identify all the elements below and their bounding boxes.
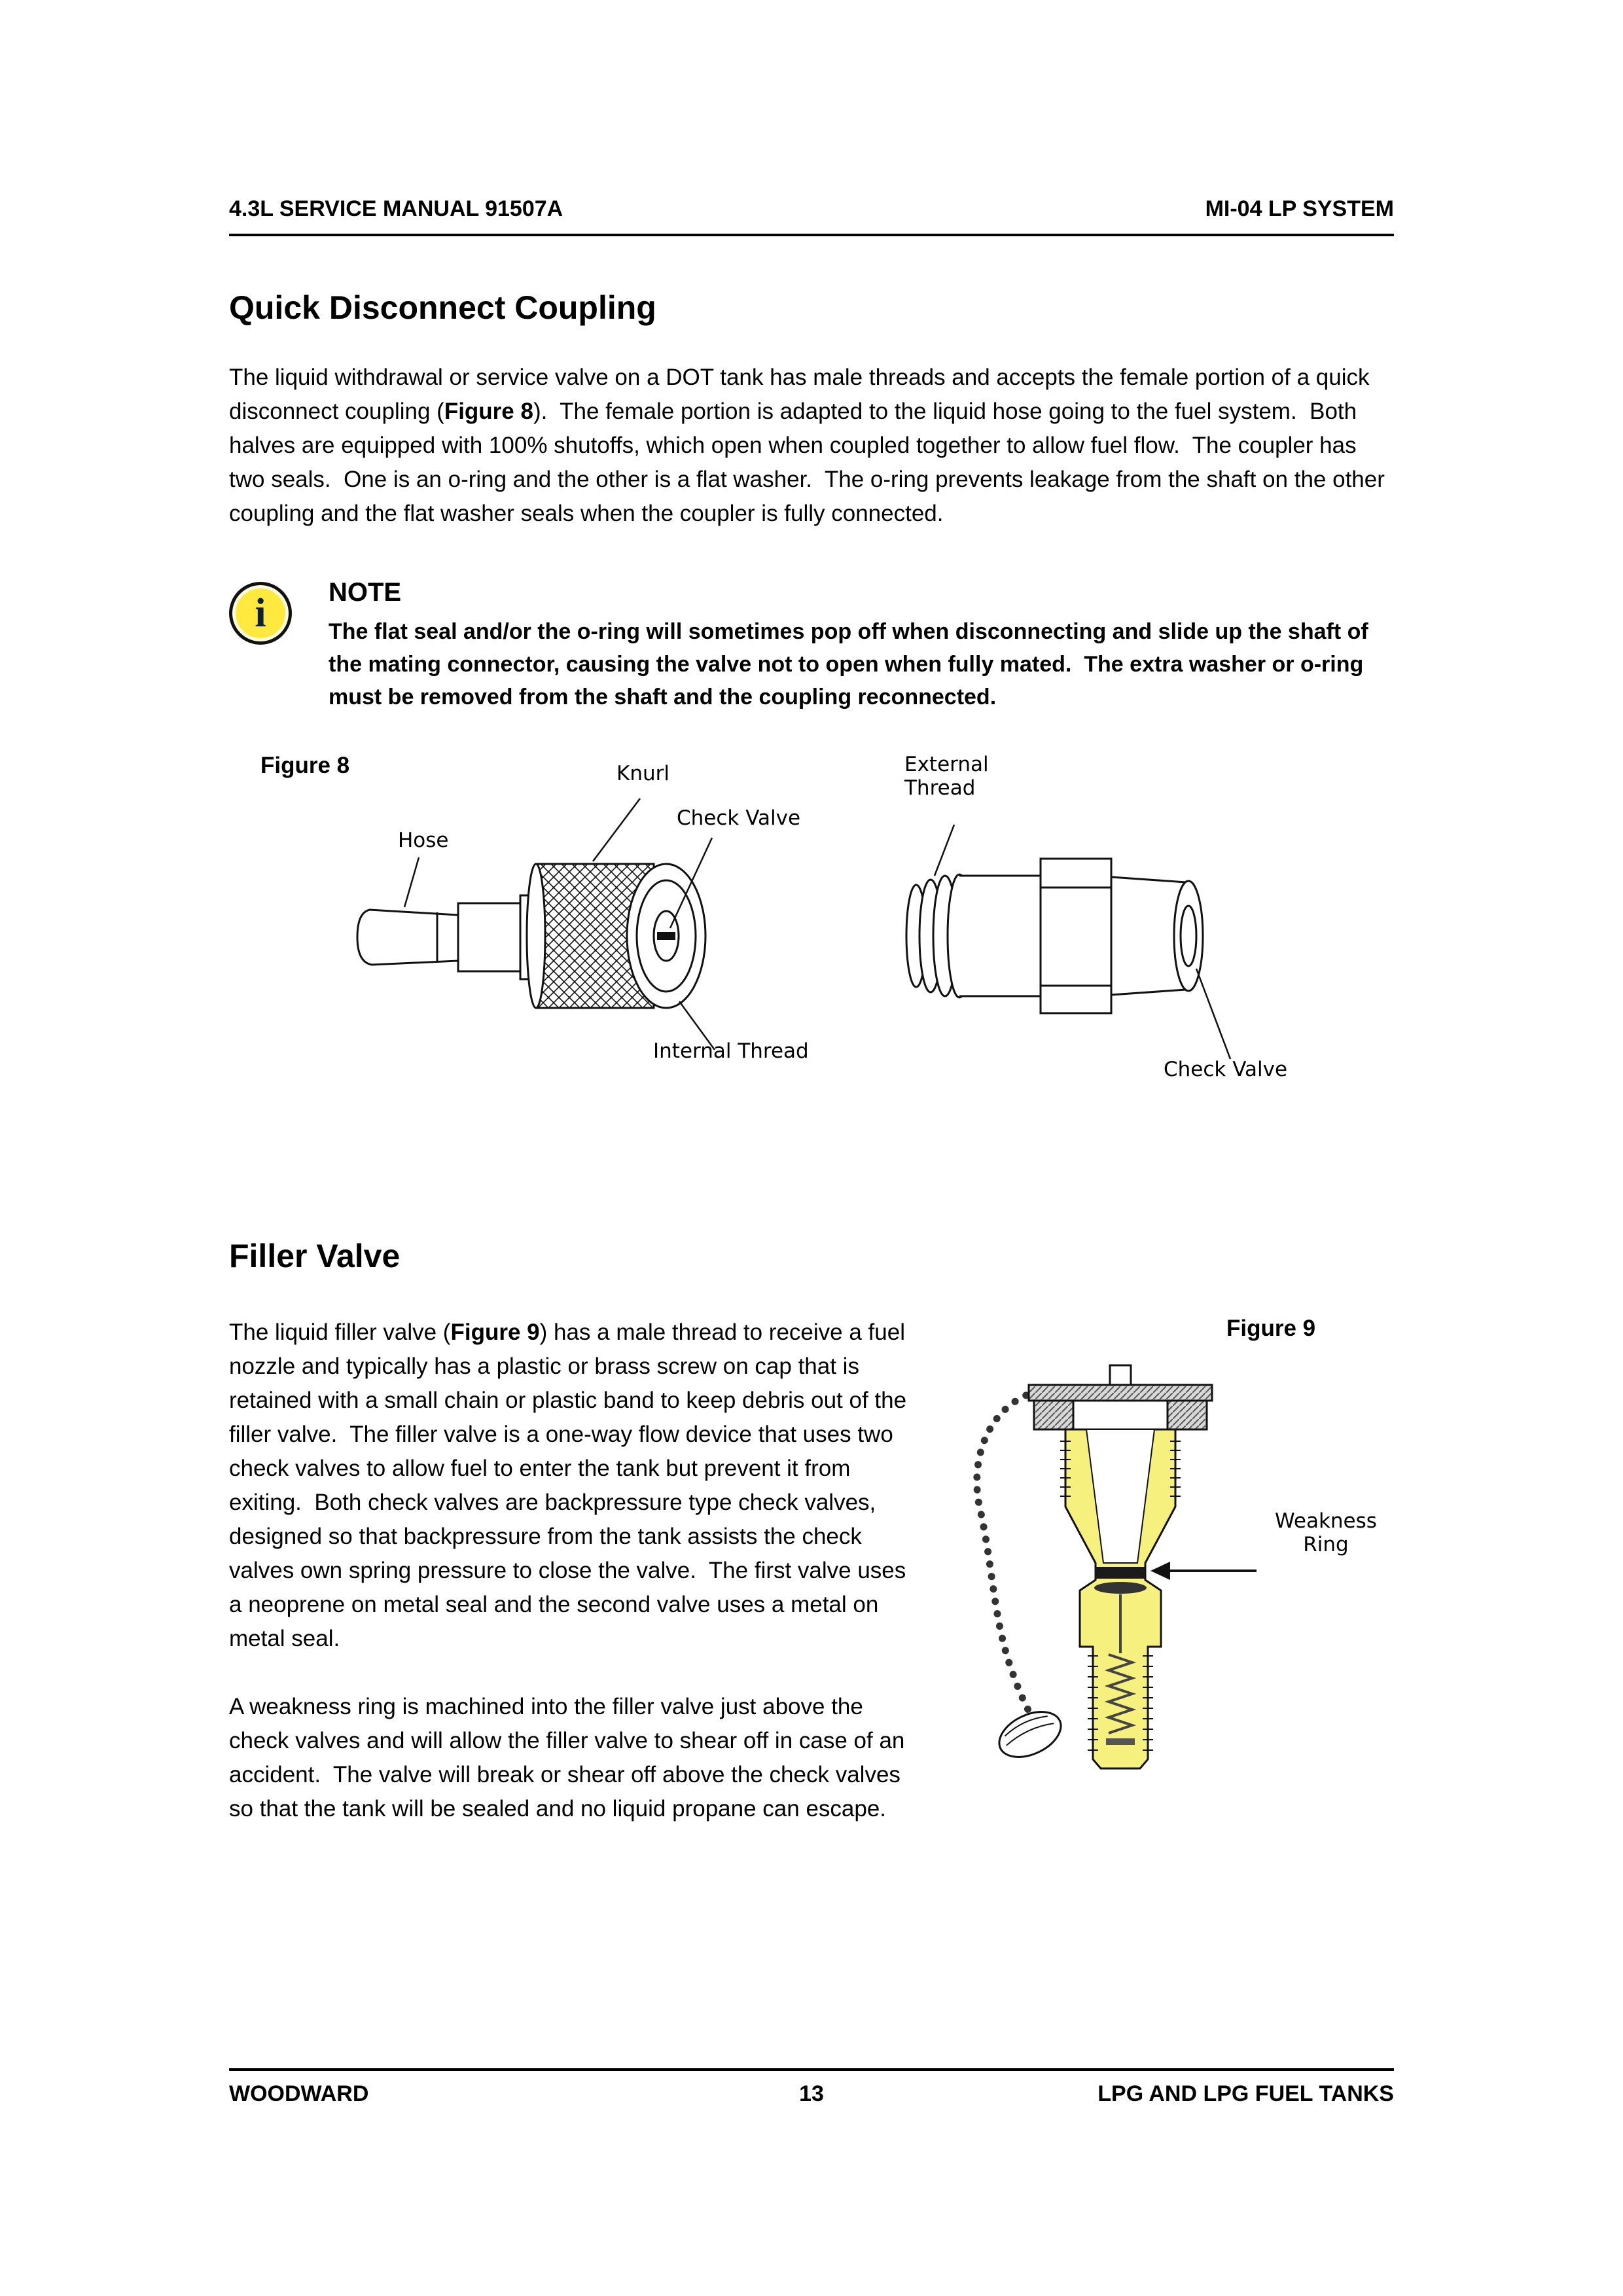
page-number: 13: [799, 2081, 824, 2106]
paragraph-text: ). The female portion is adapted to the …: [229, 399, 1391, 526]
callout-knurl: Knurl: [616, 762, 669, 785]
footer-right: LPG AND LPG FUEL TANKS: [1097, 2081, 1394, 2106]
valve-top-flange: [1027, 1364, 1213, 1431]
note-text: The flat seal and/or the o-ring will som…: [329, 619, 1375, 709]
footer-left: WOODWARD: [229, 2081, 369, 2106]
paragraph-text: The liquid withdrawal or service valve o…: [229, 365, 1376, 424]
paragraph-text: The liquid filler valve (: [229, 1319, 451, 1345]
valve-internals: [1085, 1429, 1156, 1745]
figure8-leader-lines: [403, 798, 716, 1050]
page-footer: WOODWARD 13 LPG AND LPG FUEL TANKS: [229, 2068, 1394, 2107]
figure8-label: Figure 8: [260, 753, 350, 778]
callout-check-valve-right: Check Valve: [1164, 1058, 1288, 1081]
filler-valve-paragraph-1: The liquid filler valve (Figure 9) has a…: [229, 1316, 920, 1656]
section-title-filler-valve: Filler Valve: [229, 1238, 401, 1274]
filler-valve-paragraph-2: A weakness ring is machined into the fil…: [229, 1694, 912, 1821]
figure9-reference: Figure 9: [450, 1319, 540, 1345]
header-rule: [229, 234, 1394, 236]
header-left: 4.3L SERVICE MANUAL 91507A: [229, 196, 563, 221]
figure8-reference: Figure 8: [444, 399, 533, 424]
section-title-quick-disconnect: Quick Disconnect Coupling: [229, 289, 656, 326]
hex-nut: [1039, 857, 1113, 1014]
footer-row: WOODWARD 13 LPG AND LPG FUEL TANKS: [229, 2081, 1394, 2107]
figure9-label: Figure 9: [1226, 1316, 1316, 1341]
coupler-body: [457, 863, 655, 1009]
external-thread-rings: [905, 873, 972, 999]
callout-check-valve-left: Check Valve: [677, 806, 801, 830]
paragraph-text: ) has a male thread to receive a fuel no…: [229, 1319, 913, 1651]
coupler-end-face: [626, 863, 707, 1009]
header-right: MI-04 LP SYSTEM: [1205, 196, 1394, 221]
quick-disconnect-paragraph: The liquid withdrawal or service valve o…: [229, 361, 1394, 531]
figure8: Figure 8: [229, 753, 1394, 1139]
hose-shape: [356, 908, 459, 966]
info-icon: i: [229, 582, 292, 645]
callout-external-thread: External Thread: [904, 753, 989, 800]
male-fitting-end: [1111, 876, 1204, 996]
filler-valve-text: The liquid filler valve (Figure 9) has a…: [229, 1316, 920, 1878]
male-fitting-body: [959, 874, 1041, 997]
filler-valve-columns: The liquid filler valve (Figure 9) has a…: [229, 1316, 1394, 1878]
callout-hose: Hose: [398, 829, 449, 852]
dust-cap: [998, 1711, 1062, 1758]
figure8-diagram: [356, 798, 1232, 1060]
figure9-diagram: [973, 1364, 1257, 1770]
note-block: i NOTE The flat seal and/or the o-ring w…: [229, 578, 1394, 713]
weakness-ring-arrow: [1150, 1562, 1257, 1580]
figure8-leader-lines-right: [933, 824, 1232, 1060]
valve-threads: [1060, 1441, 1181, 1751]
page-header: 4.3L SERVICE MANUAL 91507A MI-04 LP SYST…: [229, 196, 1394, 222]
info-icon-glyph: i: [255, 590, 266, 636]
note-heading: NOTE: [329, 578, 402, 607]
callout-weakness-ring: Weakness Ring: [1275, 1509, 1377, 1556]
callout-internal-thread: Internal Thread: [653, 1039, 809, 1063]
note-content: NOTE The flat seal and/or the o-ring wil…: [329, 578, 1394, 713]
figure9: Figure 9: [931, 1316, 1394, 1878]
footer-rule: [229, 2068, 1394, 2071]
